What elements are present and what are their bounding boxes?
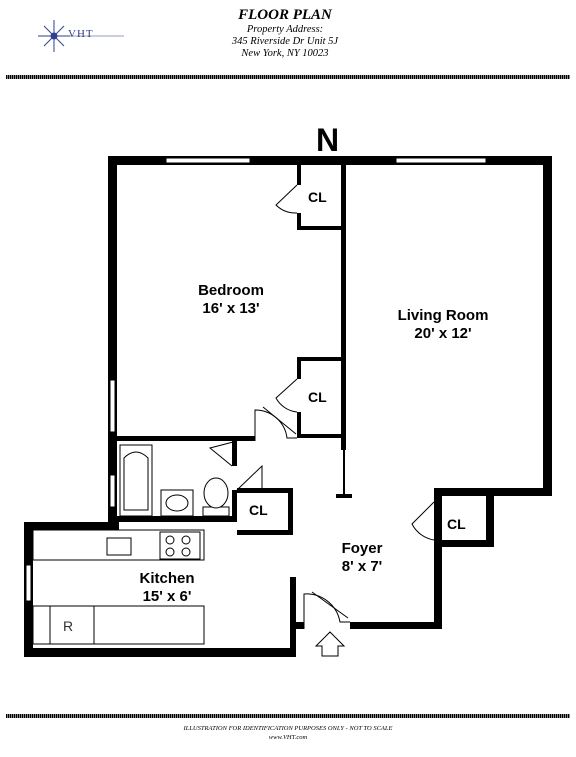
kitchen-window (25, 564, 32, 602)
lower-closet-top (297, 357, 346, 361)
room-dimensions: 8' x 7' (341, 558, 383, 575)
address-line-1: 345 Riverside Dr Unit 5J (231, 36, 339, 47)
toilet-bowl (203, 477, 229, 509)
bath-east-lower (232, 490, 237, 522)
kitchen-east-wall (290, 577, 296, 657)
hall-closet-south (237, 530, 293, 535)
bedroom-south-wall (117, 436, 255, 441)
hall-closet-door (236, 464, 263, 491)
kitchen-north-wall (24, 522, 119, 530)
partition-cap (336, 494, 352, 498)
sink-bowl (165, 494, 189, 512)
bedroom-window (165, 157, 251, 164)
hall-closet-east (288, 488, 293, 534)
foyer-south-stub (290, 622, 304, 629)
refrigerator-label: R (63, 618, 74, 634)
bedroom-door (254, 409, 297, 441)
foyer-south-wall (350, 622, 442, 629)
foyer-closet-south-wall (434, 540, 494, 547)
bedroom-living-partition (341, 165, 346, 450)
stove (159, 531, 201, 560)
kitchen-south-wall (24, 648, 296, 657)
entrance-door (303, 593, 350, 629)
kitchen-sink (106, 537, 132, 556)
living-east-wall (543, 156, 552, 495)
north-indicator: N (316, 122, 340, 158)
foyer-east-wall (434, 488, 442, 628)
entry-arrow-icon (314, 631, 346, 657)
upper-closet-door (275, 184, 298, 214)
foyer-closet-door (411, 501, 435, 541)
room-dimensions: 15' x 6' (142, 588, 192, 605)
header-divider (6, 75, 570, 79)
vht-logo-icon (38, 20, 124, 52)
foyer-closet-east-wall (486, 488, 494, 546)
page-title: FLOOR PLAN (238, 7, 332, 23)
lower-closet-bottom (297, 434, 346, 438)
upper-closet-west-lower (297, 213, 301, 230)
upper-closet-west (297, 165, 301, 185)
logo-text: VHT (68, 28, 94, 40)
bath-window (109, 474, 116, 508)
room-name: Bedroom (198, 282, 264, 299)
website-text: www.VHT.com (268, 734, 308, 741)
refrigerator (49, 605, 95, 645)
footer-divider (6, 714, 570, 718)
bedroom-side-window (109, 379, 116, 433)
hall-closet-north (237, 488, 292, 493)
closet-label: CL (447, 516, 466, 532)
address-line-2: New York, NY 10023 (241, 48, 329, 59)
bath-south-wall (117, 516, 237, 522)
room-name: Foyer (341, 540, 383, 557)
header-block: FLOOR PLAN Property Address: 345 Riversi… (180, 6, 390, 60)
bath-east-wall (232, 441, 237, 466)
kitchen-label: Kitchen 15' x 6' (122, 570, 212, 606)
lower-closet-door (275, 378, 298, 413)
bath-door (208, 440, 238, 467)
room-name: Kitchen (139, 570, 195, 587)
closet-label: CL (249, 502, 268, 518)
lower-closet-west-lower (297, 412, 301, 438)
closet-label: CL (308, 389, 327, 405)
upper-closet-south (297, 226, 346, 230)
foyer-label: Foyer 8' x 7' (327, 540, 397, 576)
living-room-label: Living Room 20' x 12' (383, 307, 503, 343)
north-wall (108, 156, 552, 165)
room-name: Living Room (397, 307, 489, 324)
partition-stub (343, 450, 345, 495)
footer: ILLUSTRATION FOR IDENTIFICATION PURPOSES… (0, 724, 576, 742)
disclaimer-text: ILLUSTRATION FOR IDENTIFICATION PURPOSES… (183, 725, 393, 732)
address-label: Property Address: (246, 24, 324, 35)
lower-closet-west (297, 357, 301, 379)
bedroom-west-wall (108, 156, 117, 522)
bedroom-door-leaf (262, 406, 297, 435)
room-dimensions: 20' x 12' (414, 325, 472, 342)
room-dimensions: 16' x 13' (202, 300, 260, 317)
bedroom-label: Bedroom 16' x 13' (186, 282, 276, 318)
stove-burners (165, 535, 191, 557)
entrance-door-leaf (311, 591, 349, 619)
bathtub-inner (123, 451, 149, 511)
closet-label: CL (308, 189, 327, 205)
living-window (395, 157, 487, 164)
